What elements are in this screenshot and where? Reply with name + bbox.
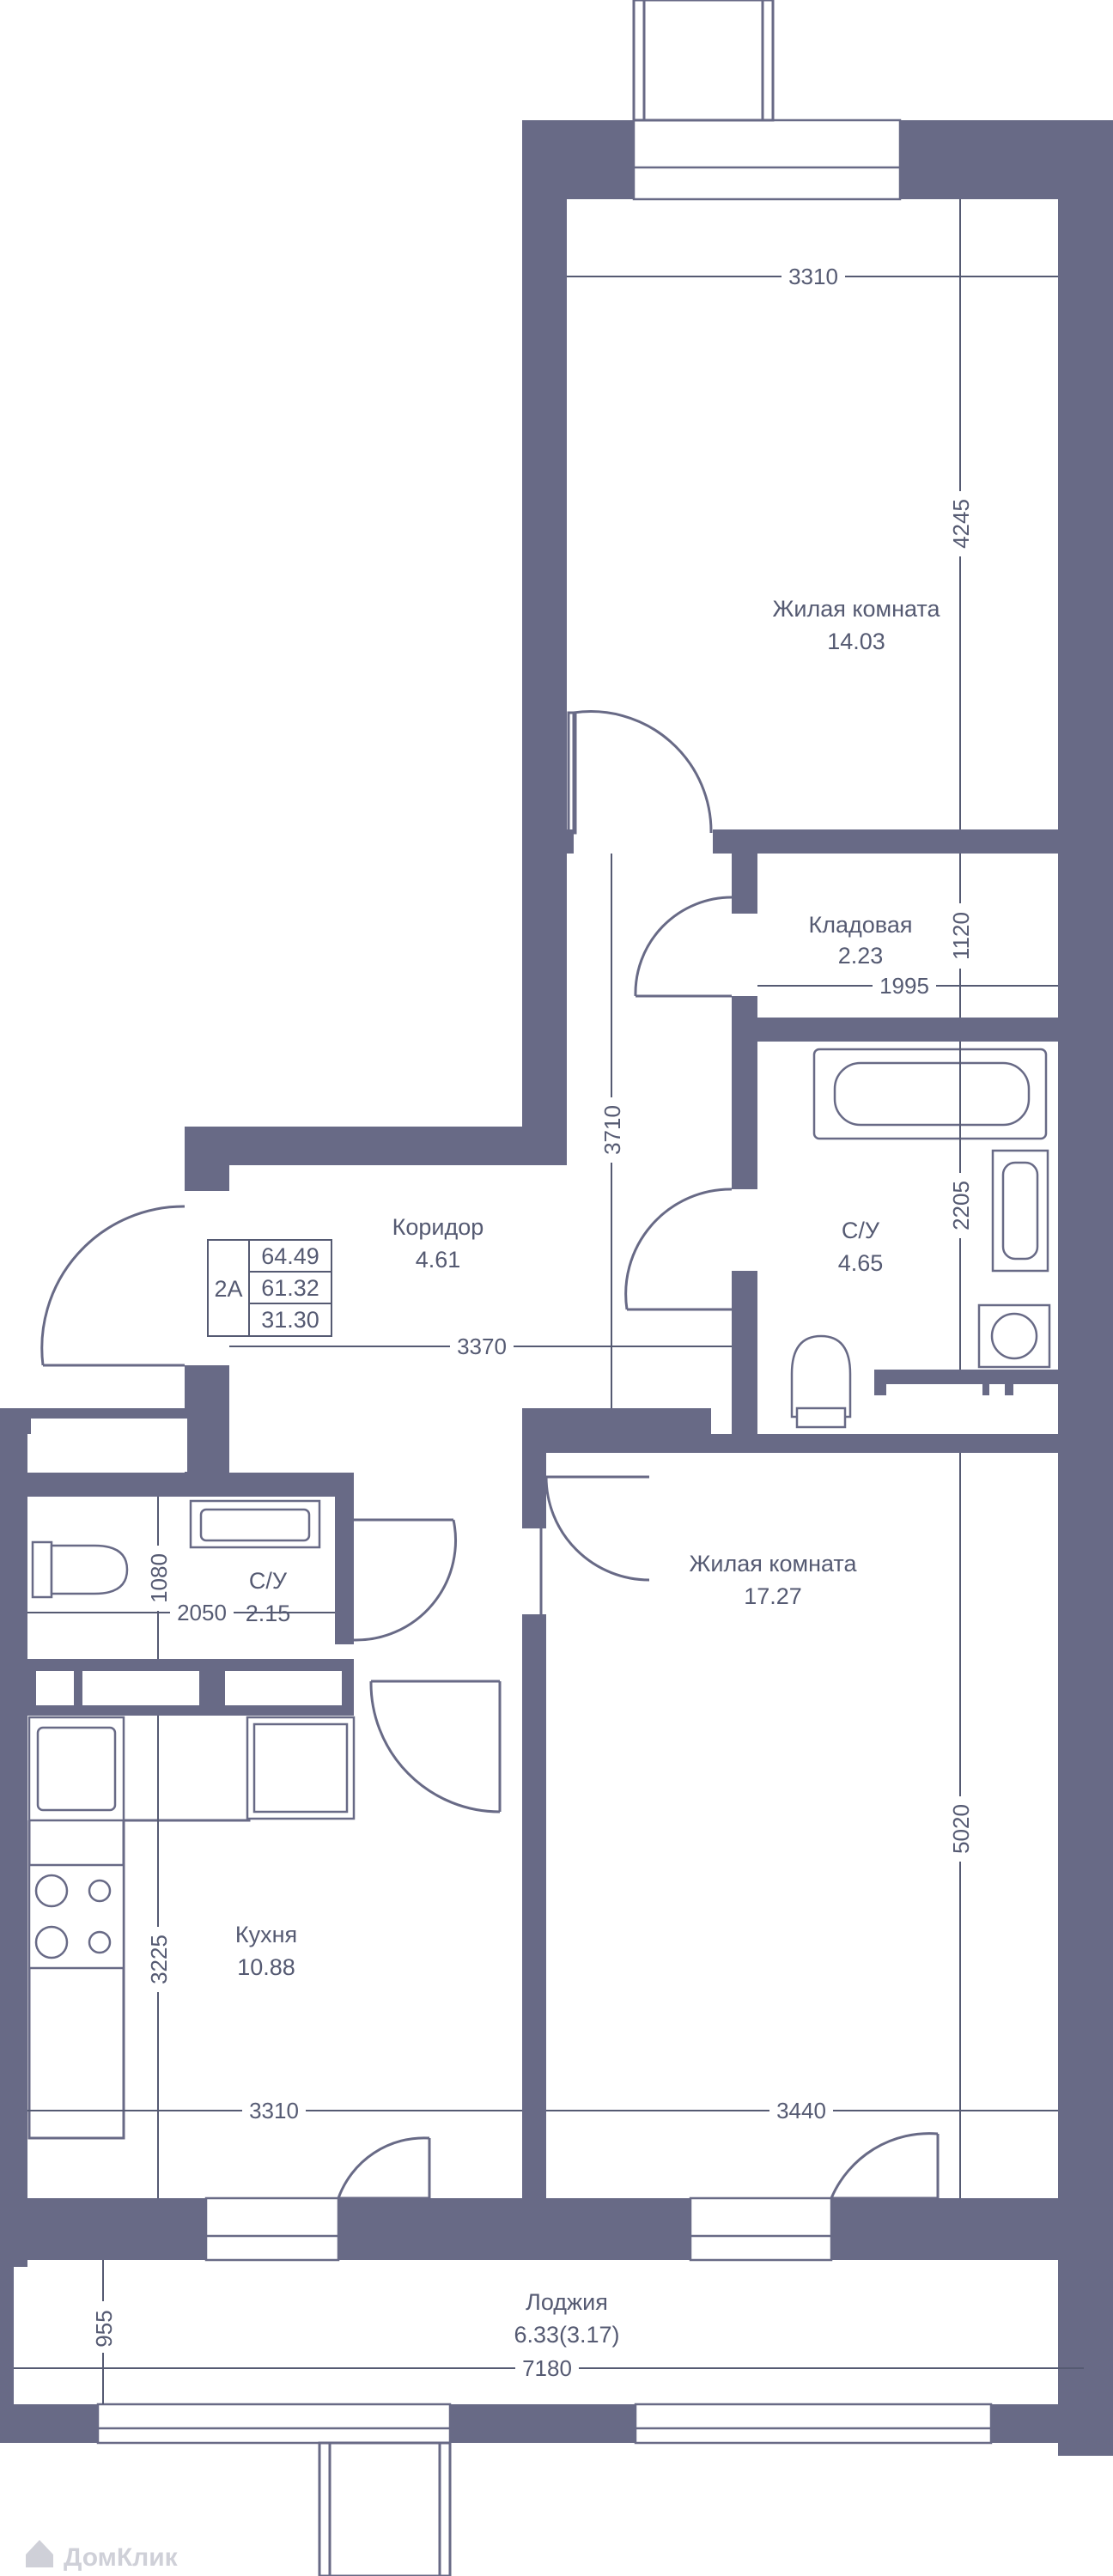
balcony-door-bottom	[318, 2441, 452, 2576]
dim-corridor-depth: 3710	[599, 1105, 625, 1155]
doors	[40, 710, 940, 2200]
badge-living-rooms: 31.30	[261, 1307, 319, 1333]
fixtures	[27, 1048, 1051, 2140]
wall-right-exterior	[1058, 120, 1113, 2456]
wall-loggia-right	[1084, 2260, 1113, 2440]
wall-bath-entry	[185, 1408, 229, 1477]
windows	[96, 118, 993, 2445]
watermark: ДомКлик	[26, 2540, 179, 2572]
room-labels: Жилая комната 14.03 Кладовая 2.23 С/У 4.…	[235, 596, 941, 2348]
dim-bedroom-top-width: 3310	[788, 264, 838, 289]
wall-bath-top	[27, 1473, 354, 1497]
wall-loggia-left	[0, 2260, 14, 2440]
room-name-kitchen: Кухня	[235, 1922, 297, 1947]
badge-living-area-total: 61.32	[261, 1275, 319, 1301]
small-toilet-icon	[31, 1540, 53, 1599]
room-area-bathroom-large: 4.65	[838, 1250, 884, 1276]
dim-loggia-depth: 955	[91, 2310, 117, 2347]
room-area-storage: 2.23	[838, 943, 884, 969]
window-loggia-right	[634, 2403, 993, 2445]
wall-corridor-upper-left	[522, 854, 567, 1128]
wall-bottom-exterior	[0, 2198, 1113, 2260]
room-name-loggia: Лоджия	[526, 2289, 608, 2315]
walls	[0, 120, 1113, 2456]
wall-bedroom-bottom-left	[522, 829, 574, 854]
wall-bath-right	[335, 1473, 354, 1644]
badge-total-area: 64.49	[261, 1243, 319, 1269]
wall-bedroom-bottom-right	[713, 829, 1058, 854]
dim-corridor-width: 3370	[457, 1334, 507, 1359]
wall-storage-bottom	[757, 1018, 1058, 1042]
room-name-bathroom-small: С/У	[249, 1568, 288, 1594]
dim-bedroom-bottom-depth: 5020	[948, 1804, 974, 1854]
toilet-icon	[790, 1334, 852, 1419]
wall-partition-low	[732, 1271, 757, 1434]
window-bedroom-top	[632, 118, 902, 201]
dim-bedroom-bottom-width: 3440	[776, 2098, 826, 2123]
wall-bedroom2-left	[522, 1614, 546, 2198]
dim-bathroom-small-width: 2050	[177, 1600, 227, 1625]
wall-corridor-left-top	[185, 1127, 229, 1191]
balcony-door-top	[632, 0, 775, 122]
room-area-bedroom-bottom: 17.27	[744, 1583, 802, 1609]
dim-kitchen-depth: 3225	[146, 1935, 172, 1984]
room-area-bedroom-top: 14.03	[827, 629, 885, 654]
wall-mid-horizontal	[522, 1434, 1058, 1453]
window-bedroom-bottom	[689, 2196, 833, 2262]
wall-bedroom-left	[522, 120, 567, 854]
wall-left-exterior	[0, 1408, 27, 2267]
wall-bedroom2-left-top	[522, 1451, 546, 1528]
dim-loggia-width: 7180	[522, 2355, 572, 2381]
badge-type: 2А	[214, 1276, 242, 1302]
window-kitchen	[204, 2196, 340, 2262]
room-area-bathroom-small: 2.15	[246, 1601, 291, 1626]
house-logo-icon	[26, 2540, 53, 2567]
balcony-doors	[318, 0, 775, 2576]
room-name-bedroom-bottom: Жилая комната	[689, 1551, 857, 1577]
room-name-storage: Кладовая	[809, 912, 913, 938]
dim-storage-width: 1995	[879, 973, 929, 999]
dim-bathroom-large-depth: 2205	[948, 1181, 974, 1230]
wall-storage-left-top	[732, 854, 757, 914]
dim-storage-depth: 1120	[948, 912, 974, 960]
wall-partition-mid	[732, 996, 757, 1189]
room-name-bathroom-large: С/У	[842, 1218, 880, 1243]
apartment-badge: 2А 64.49 61.32 31.30	[207, 1239, 332, 1337]
room-area-loggia: 6.33(3.17)	[514, 2322, 619, 2348]
wall-details	[31, 1384, 1058, 1705]
room-name-bedroom-top: Жилая комната	[772, 596, 940, 622]
watermark-text: ДомКлик	[64, 2543, 179, 2572]
room-name-corridor: Коридор	[392, 1214, 484, 1240]
dim-kitchen-width: 3310	[249, 2098, 299, 2123]
window-loggia-left	[96, 2403, 452, 2445]
room-area-corridor: 4.61	[416, 1247, 461, 1273]
dim-bedroom-top-depth: 4245	[948, 499, 974, 549]
dimension-labels: 3310 4245 1120 1995 3710 2205 3370 1080 …	[88, 263, 976, 2382]
wall-corridor-top	[185, 1127, 567, 1165]
room-area-kitchen: 10.88	[237, 1954, 295, 1980]
dim-bathroom-small-depth: 1080	[146, 1553, 172, 1603]
